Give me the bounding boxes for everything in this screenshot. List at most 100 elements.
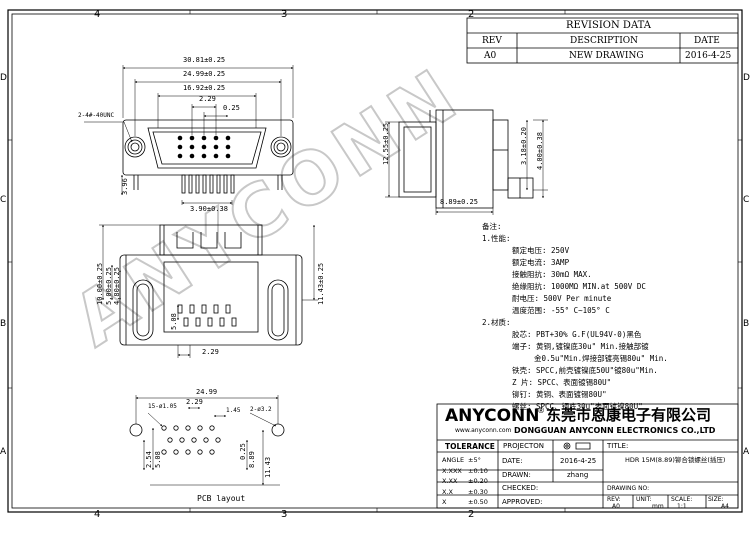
dim-pcb-height: 11.43 <box>264 456 272 478</box>
revision-table <box>466 17 739 64</box>
drawn-value: zhang <box>567 471 589 479</box>
front-pins <box>177 304 237 327</box>
size-value: A4 <box>721 503 729 510</box>
rev-value: A0 <box>612 503 620 510</box>
tolerance-value: ±0.10 <box>468 466 488 475</box>
zone-right-d: D <box>743 73 750 83</box>
pcb-caption: PCB layout <box>197 494 246 503</box>
dim-pcb-width: 24.99 <box>196 388 218 396</box>
note-line: 端子: 黄铜,镀镍底30u" Min.接触部镀 <box>512 342 649 351</box>
tolerance-label: X <box>442 498 447 506</box>
notes-section-2: 2.材质: <box>482 318 511 327</box>
pcb-holes <box>161 425 221 455</box>
note-line: 铆钉: 黄铜、表面镀锡80U" <box>512 390 607 399</box>
dim-body-h4: 11.43±0.25 <box>317 262 325 305</box>
revision-row-description: NEW DRAWING <box>569 51 644 61</box>
tolerance-row: X.XX±0.20 <box>442 476 488 487</box>
tolerance-value: ±0.50 <box>468 498 488 506</box>
dim-flange-height: 3.96 <box>121 178 129 195</box>
company-name-cn: 东莞市恩康电子有限公司 <box>546 406 712 424</box>
zone-top-2: 2 <box>468 9 475 20</box>
zone-bottom-4: 4 <box>94 509 101 520</box>
note-line: 耐电压: 500V Per minute <box>512 294 612 303</box>
tolerance-table: ANGLE±5° X.XXX ±0.10 X.XX±0.20 X.X ±0.30 X… <box>442 455 488 508</box>
note-line: 额定电流: 3AMP <box>512 258 570 267</box>
front-dims <box>99 224 318 358</box>
scale-value: 1:1 <box>677 503 687 510</box>
dim-pcb-pitch2: 1.45 <box>226 407 241 414</box>
note-line: 绝缘阻抗: 1000MΩ MIN.at 500V DC <box>512 282 646 291</box>
dim-side-offset: 3.18±0.20 <box>520 127 528 165</box>
dim-overall-width: 30.81±0.25 <box>183 56 226 64</box>
revision-header-description: DESCRIPTION <box>570 36 639 46</box>
dim-pcb-offset: 0.25 <box>239 443 247 460</box>
side-view <box>398 109 534 209</box>
dim-side-depth: 8.89±0.25 <box>440 198 478 206</box>
dim-pin-length: 3.90±0.38 <box>190 205 228 213</box>
note-line: 额定电压: 250V <box>512 246 570 255</box>
tolerance-value: ±0.30 <box>468 487 488 496</box>
unit-label: UNIT: <box>636 496 652 503</box>
zone-right-b: B <box>743 319 750 329</box>
zone-top-3: 3 <box>281 9 288 20</box>
note-line: 胶芯: PBT+30% G.F(UL94V-0)黑色 <box>512 330 642 339</box>
dim-row-width: 16.92±0.25 <box>183 84 226 92</box>
top-dims <box>84 65 294 205</box>
top-pin-tails <box>181 174 235 194</box>
dim-pcb-row: 5.08 <box>154 451 162 468</box>
zone-left-d: D <box>0 73 7 83</box>
zone-bottom-3: 3 <box>281 509 288 520</box>
date-label: DATE: <box>502 457 523 465</box>
side-dims <box>385 119 548 215</box>
title-value: HDR 15M(8.89)铆合锁螺丝(插压) <box>625 456 726 464</box>
zone-top-4: 4 <box>94 9 101 20</box>
drawing-no-label: DRAWING NO: <box>607 485 650 492</box>
date-value: 2016-4-25 <box>560 457 597 465</box>
notes-heading: 备注: <box>482 222 502 231</box>
dim-side-tail: 4.00±0.38 <box>536 132 544 170</box>
dim-pitch: 2.29 <box>199 95 216 103</box>
zone-left-c: C <box>0 195 7 205</box>
tolerance-value: ±5° <box>468 456 481 464</box>
dim-mount-spacing: 24.99±0.25 <box>183 70 226 78</box>
unit-value: mm <box>652 503 664 510</box>
tolerance-row: X ±0.50 <box>442 497 488 508</box>
tolerance-value: ±0.20 <box>468 477 488 485</box>
zone-left-b: B <box>0 319 7 329</box>
dim-body-h1: 10.00±0.25 <box>96 262 104 305</box>
tolerance-label: ANGLE <box>442 456 465 464</box>
rev-label: REV: <box>607 496 621 503</box>
zone-right-a: A <box>743 447 750 457</box>
dim-row-offset: 5.08 <box>170 313 178 330</box>
revision-header-date: DATE <box>694 36 720 46</box>
notes-material-list: 胶芯: PBT+30% G.F(UL94V-0)黑色 端子: 黄铜,镀镍底30u… <box>482 329 668 413</box>
drawn-label: DRAWN: <box>502 471 531 479</box>
watermark-text: ANYCONN <box>59 51 476 362</box>
notes-section-1: 1.性能: <box>482 234 511 243</box>
revision-row-date: 2016-4-25 <box>685 51 732 61</box>
note-line: 铁壳: SPCC,前壳镀镍底50U"镀80u"Min. <box>512 366 658 375</box>
notes-block: 备注: 1.性能: 额定电压: 250V 额定电流: 3AMP 接触阻抗: 30… <box>482 221 668 413</box>
zone-right-c: C <box>743 195 750 205</box>
dim-pcb-hole-small: 15-ø1.05 <box>148 403 177 410</box>
projection-label: PROJECTON <box>503 442 544 450</box>
dim-pcb-offset2: 8.89 <box>248 451 256 468</box>
title-block <box>436 403 739 509</box>
tolerance-label: X.X <box>442 487 453 496</box>
company-website: www.anyconn.com <box>455 427 512 434</box>
tolerance-label: X.XXX <box>442 466 462 475</box>
dim-side-height: 12.55±0.25 <box>382 122 390 165</box>
notes-performance-list: 额定电压: 250V 额定电流: 3AMP 接触阻抗: 30mΩ MAX. 绝缘… <box>482 245 668 317</box>
dim-bottom-pitch: 2.29 <box>202 348 219 356</box>
note-line: Z 片: SPCC、表面镀锡80U" <box>512 378 612 387</box>
top-view <box>122 119 294 194</box>
tolerance-row: X.XXX ±0.10 <box>442 466 488 477</box>
checked-label: CHECKED: <box>502 484 539 492</box>
company-logo: ANYCONN <box>445 406 540 426</box>
zone-left-a: A <box>0 447 7 457</box>
revision-title: REVISION DATA <box>566 20 651 31</box>
dim-body-h2: 5.00±0.25 <box>105 267 113 305</box>
zone-ticks <box>8 10 742 512</box>
